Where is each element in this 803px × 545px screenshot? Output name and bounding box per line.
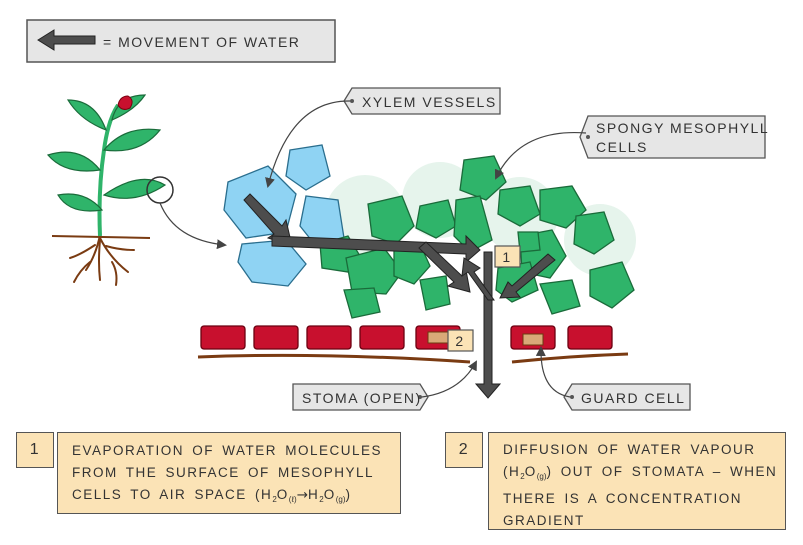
label-spongy-text-2: CELLS — [596, 139, 648, 155]
note-1-line-3-prefix: CELLS TO AIR SPACE (H — [72, 487, 273, 502]
note-2: DIFFUSION OF WATER VAPOUR (H2O(g)) OUT O… — [488, 432, 786, 530]
label-stoma: STOMA (OPEN) — [292, 360, 477, 411]
cuticle-line-left — [197, 353, 471, 364]
zoom-arrow — [159, 202, 227, 250]
plant-leaves — [46, 94, 167, 212]
leaf-cross-section — [197, 144, 636, 364]
marker-1: 1 — [494, 245, 521, 268]
cuticle-line-right — [511, 352, 629, 364]
plant-illustration — [46, 94, 227, 286]
note-1-o: O — [276, 487, 289, 502]
label-stoma-text: STOMA (OPEN) — [302, 390, 422, 406]
note-1-line-2: FROM THE SURFACE OF MESOPHYLL — [72, 465, 375, 480]
legend-arrow-icon — [37, 29, 96, 51]
label-spongy-text-1: SPONGY MESOPHYLL — [596, 120, 769, 136]
label-guard-cell-pointer — [535, 346, 571, 398]
note-1-close: ) — [345, 487, 352, 502]
note-1-sub-g: (g) — [335, 495, 346, 504]
note-1-number: 1 — [16, 432, 54, 468]
spongy-mesophyll-cells — [319, 155, 635, 319]
note-2-line-2-suffix: ) OUT OF STOMATA – WHEN — [546, 464, 778, 479]
note-1-line-1: EVAPORATION OF WATER MOLECULES — [72, 443, 383, 458]
legend-text: = MOVEMENT OF WATER — [103, 34, 300, 50]
label-spongy: SPONGY MESOPHYLL CELLS — [494, 115, 769, 180]
marker-1-text: 1 — [502, 249, 511, 265]
label-xylem: XYLEM VESSELS — [265, 87, 501, 188]
label-guard-cell-text: GUARD CELL — [581, 390, 685, 406]
flower-bud-icon — [117, 95, 133, 110]
note-1: EVAPORATION OF WATER MOLECULES FROM THE … — [57, 432, 401, 514]
note-1-sub-l: (ℓ) — [288, 495, 297, 504]
label-stoma-pointer — [421, 360, 477, 398]
note-2-sub-2: 2 — [520, 472, 525, 481]
note-1-sub-2b: 2 — [319, 495, 324, 504]
note-1-line-3: CELLS TO AIR SPACE (H2O(ℓ)→H2O(g)) — [72, 484, 386, 511]
plant-roots — [69, 234, 135, 286]
label-guard-cell: GUARD CELL — [535, 346, 691, 411]
note-2-line-4: GRADIENT — [503, 513, 585, 528]
legend: = MOVEMENT OF WATER — [26, 19, 336, 63]
note-2-sub-g: (g) — [536, 472, 547, 481]
marker-2-text: 2 — [455, 333, 464, 349]
label-xylem-pointer — [265, 100, 351, 188]
note-1-h: H — [308, 487, 320, 502]
note-2-line-1: DIFFUSION OF WATER VAPOUR — [503, 442, 756, 457]
lower-epidermis — [200, 325, 613, 350]
note-2-o: O — [524, 464, 537, 479]
note-2-line-2-prefix: (H — [503, 464, 521, 479]
note-2-line-2: (H2O(g)) OUT OF STOMATA – WHEN — [503, 461, 776, 488]
note-1-o2: O — [323, 487, 336, 502]
note-2-line-3: THERE IS A CONCENTRATION — [503, 491, 743, 506]
label-spongy-pointer — [494, 131, 587, 180]
water-flow-arrows — [243, 193, 556, 399]
note-1-sub-2a: 2 — [272, 495, 277, 504]
marker-2: 2 — [447, 329, 474, 352]
note-1-arrow-icon: → — [296, 487, 309, 503]
label-xylem-text: XYLEM VESSELS — [362, 94, 497, 110]
note-2-number: 2 — [445, 432, 483, 468]
